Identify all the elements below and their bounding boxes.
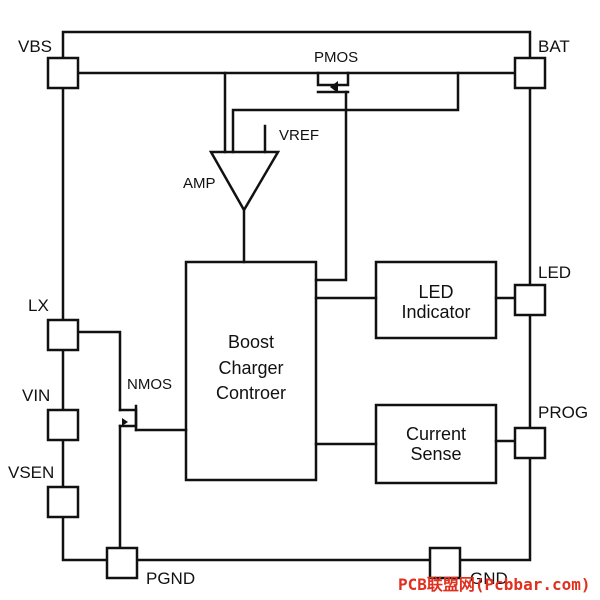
label-pgnd: PGND	[146, 569, 195, 588]
pin-lx	[46, 318, 80, 352]
label-vin: VIN	[22, 386, 50, 405]
pmos-arrow-icon	[330, 81, 338, 93]
label-bat: BAT	[538, 37, 570, 56]
pin-vsen	[46, 485, 80, 519]
current-sense-line-1: Current	[406, 424, 466, 444]
lx-to-nmos	[76, 330, 122, 412]
label-vref: VREF	[279, 127, 319, 144]
pin-prog	[513, 426, 547, 460]
pin-pgnd	[105, 546, 139, 580]
controller-line-3: Controer	[216, 383, 286, 403]
label-vbs: VBS	[18, 37, 52, 56]
current-sense-line-2: Sense	[410, 444, 461, 464]
led-indicator-block	[374, 260, 498, 340]
pin-gnd	[428, 546, 462, 580]
watermark: PCB联盟网(Pcbbar.com)	[398, 575, 591, 594]
led-indicator-line-1: LED	[418, 282, 453, 302]
controller-line-2: Charger	[218, 358, 283, 378]
pmos-body	[316, 71, 350, 87]
nmos-arrow-icon	[122, 418, 128, 426]
label-pmos: PMOS	[314, 49, 358, 66]
label-gnd: GND	[470, 569, 508, 588]
controller-line-1: Boost	[228, 332, 274, 352]
pin-bat	[513, 56, 547, 90]
label-led: LED	[538, 263, 571, 282]
pin-vin	[46, 408, 80, 442]
amp-input-bat	[231, 71, 460, 154]
boost-charger-controller	[184, 260, 318, 482]
label-vsen: VSEN	[8, 463, 54, 482]
label-prog: PROG	[538, 403, 588, 422]
label-nmos: NMOS	[127, 376, 172, 393]
label-amp: AMP	[183, 175, 216, 192]
pmos-gate-drive	[314, 90, 348, 282]
outer-frame	[61, 30, 532, 562]
pin-vbs	[46, 56, 80, 90]
label-lx: LX	[28, 296, 49, 315]
pin-led	[513, 283, 547, 317]
led-indicator-line-2: Indicator	[401, 302, 470, 322]
amp-triangle	[208, 150, 281, 213]
